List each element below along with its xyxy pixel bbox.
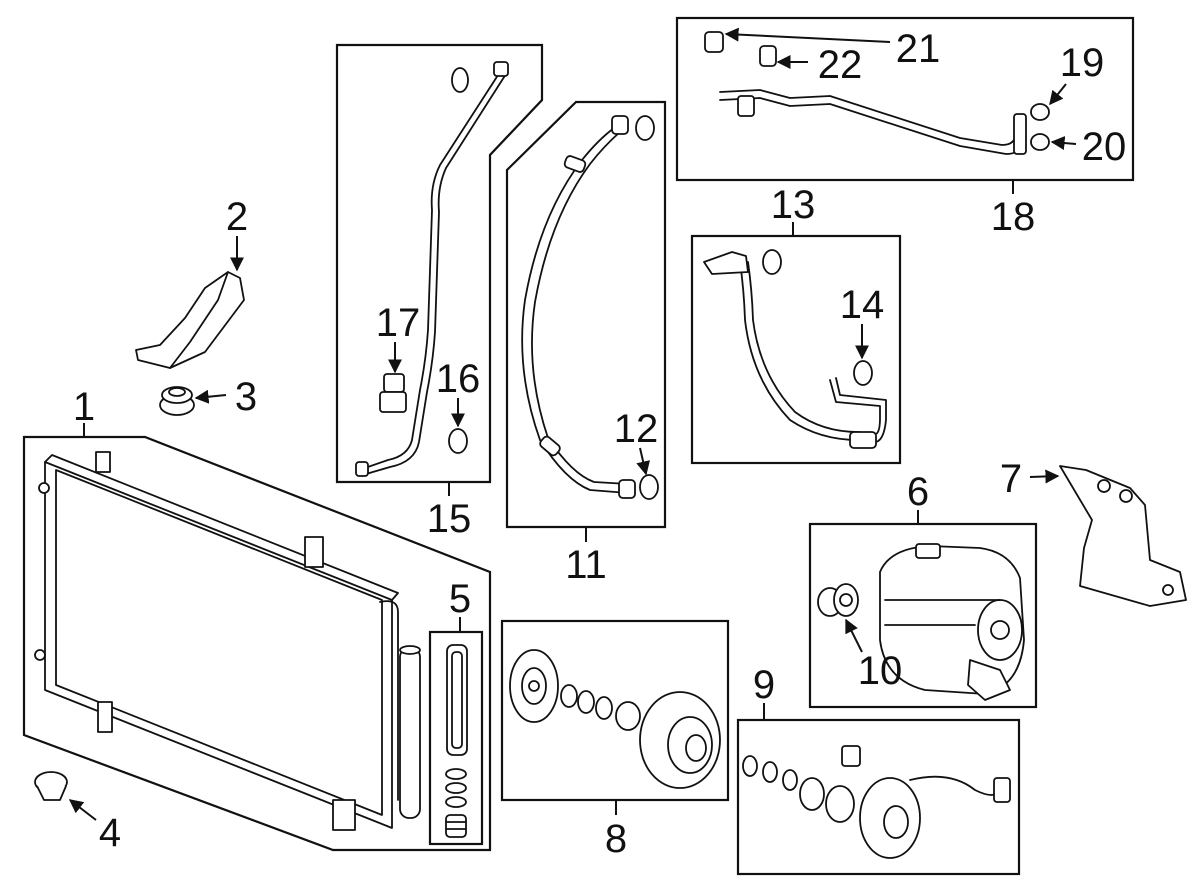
callout-3: 3	[235, 375, 257, 419]
clutch-8-parts	[509, 649, 721, 789]
callout-14: 14	[840, 283, 885, 327]
callout-11: 11	[565, 543, 607, 587]
bracket-part	[135, 271, 245, 369]
suction-hose-part	[521, 115, 636, 499]
hose-11-group-box	[505, 100, 667, 529]
receiver-kit-part	[445, 644, 468, 838]
cap-22-part	[759, 45, 777, 67]
callout-12: 12	[614, 407, 659, 451]
callout-9: 9	[753, 663, 775, 707]
callout-8: 8	[605, 817, 627, 861]
callout-22: 22	[818, 43, 863, 87]
callout-17: 17	[376, 301, 421, 345]
callout-1: 1	[73, 385, 95, 429]
hose-13-group-box	[690, 234, 902, 465]
condenser-part	[34, 451, 421, 831]
mount-bracket-part	[1059, 465, 1187, 607]
callout-20: 20	[1082, 125, 1127, 169]
o-ring-14-part	[853, 360, 873, 386]
pressure-switch-part	[379, 373, 407, 413]
callout-7: 7	[1000, 457, 1022, 501]
o-ring-12-part	[639, 474, 659, 500]
callout-21: 21	[896, 27, 941, 71]
callout-13: 13	[771, 183, 816, 227]
relief-valve-part	[817, 583, 859, 617]
o-ring-top-11	[635, 115, 655, 141]
compressor-part	[879, 543, 1025, 701]
callout-19: 19	[1060, 41, 1105, 85]
clutch-9-parts	[742, 745, 1011, 859]
liquid-pipe-part	[719, 89, 1027, 155]
o-ring-19-part	[1030, 103, 1050, 121]
callout-15: 15	[427, 497, 472, 541]
callout-10: 10	[858, 649, 903, 693]
hose-13-part	[703, 251, 887, 449]
grommet-4-part	[34, 771, 68, 801]
callout-4: 4	[99, 811, 121, 855]
compressor-group-box	[808, 522, 1038, 709]
discharge-line-part	[355, 61, 509, 477]
callout-16: 16	[436, 357, 481, 401]
pipe-18-group-box	[675, 16, 1135, 182]
cap-21-part	[704, 31, 724, 53]
condenser-group-box	[22, 435, 492, 852]
grommet-3-part	[159, 386, 195, 416]
line-15-group-box	[335, 43, 544, 484]
o-ring-16-part	[448, 428, 468, 454]
callout-2: 2	[226, 195, 248, 239]
clutch-9-group-box	[736, 718, 1021, 876]
receiver-kit-group-box	[428, 630, 484, 846]
o-ring-top-13	[762, 249, 782, 275]
o-ring-top-15	[451, 67, 469, 93]
callout-18: 18	[991, 195, 1036, 239]
callout-6: 6	[907, 470, 929, 514]
o-ring-20-part	[1030, 133, 1050, 151]
callout-5: 5	[449, 577, 471, 621]
